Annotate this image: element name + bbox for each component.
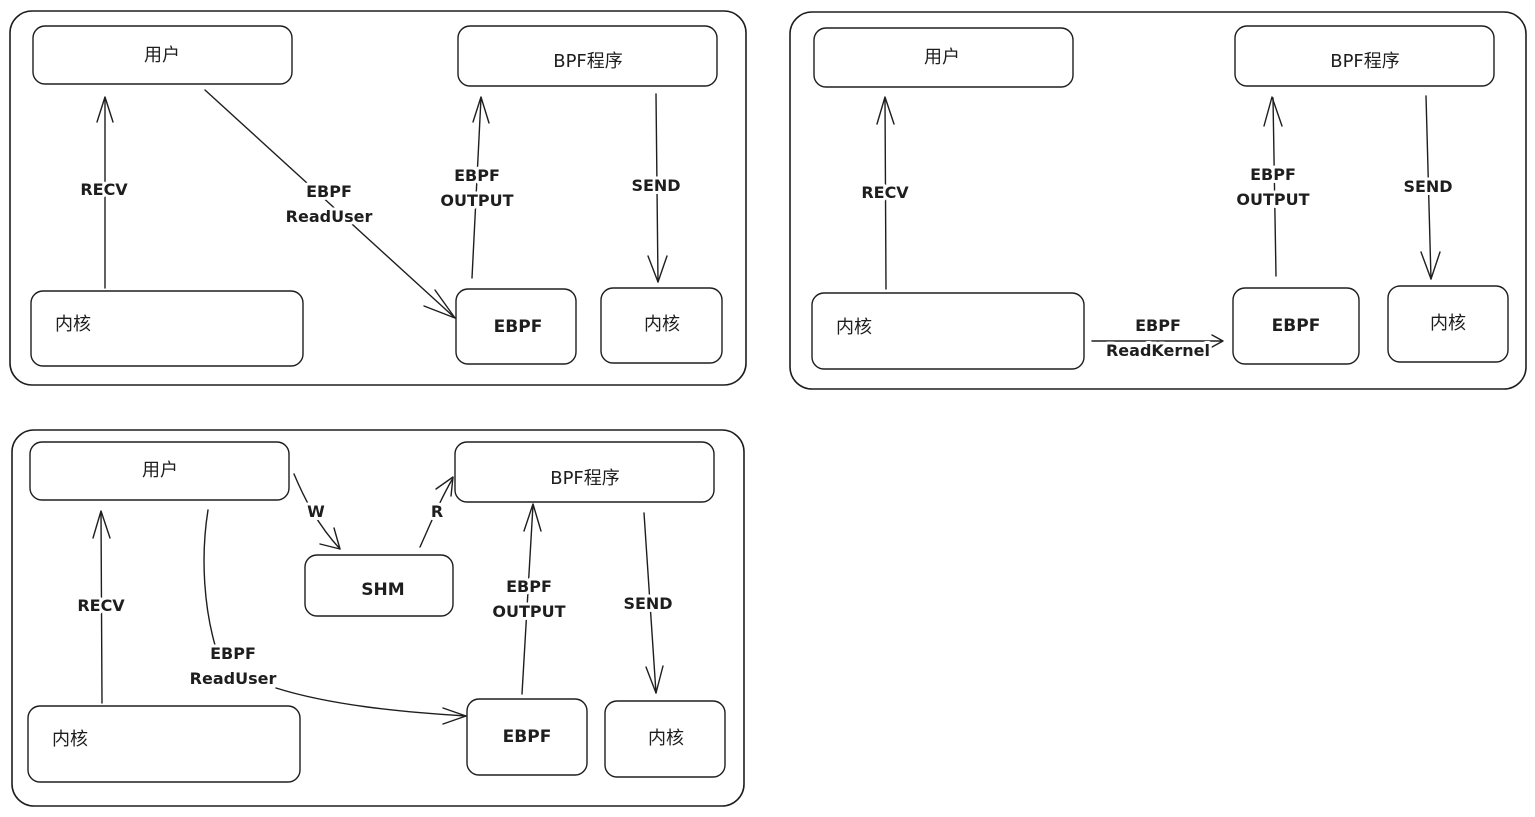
d3-write-arrow[interactable]: W — [293, 473, 341, 550]
d2-kernel-right-node[interactable]: 内核 — [1387, 285, 1509, 363]
d1-ebpf-readuser-label-1: EBPF — [306, 182, 352, 201]
d2-ebpf-label: EBPF — [1272, 316, 1321, 336]
d2-ebpf-node[interactable]: EBPF — [1232, 287, 1360, 365]
d2-bpf-program-node[interactable]: BPF程序 — [1234, 25, 1495, 87]
d3-user-label: 用户 — [142, 460, 178, 481]
d2-user-node[interactable]: 用户 — [813, 27, 1074, 88]
d3-send-arrow[interactable]: SEND — [620, 512, 676, 694]
d2-kernel-left-label: 内核 — [836, 317, 872, 338]
d3-ebpf-node[interactable]: EBPF — [466, 698, 588, 776]
d1-ebpf-readuser-label-2: ReadUser — [286, 207, 373, 226]
d1-user-label: 用户 — [144, 45, 180, 66]
d3-kernel-left-node[interactable]: 内核 — [27, 705, 301, 783]
d1-recv-arrow[interactable]: RECV — [77, 96, 131, 289]
d3-recv-arrow[interactable]: RECV — [74, 510, 128, 704]
d3-ebpf-readuser-arrow[interactable]: EBPF ReadUser — [187, 509, 467, 725]
d1-ebpf-output-label-2: OUTPUT — [440, 191, 513, 210]
d3-recv-label: RECV — [77, 596, 125, 615]
d2-recv-label: RECV — [861, 183, 909, 202]
d2-ebpf-output-label-1: EBPF — [1250, 165, 1296, 184]
d3-write-label: W — [307, 502, 325, 521]
d3-ebpf-label: EBPF — [503, 727, 552, 747]
d2-ebpf-output-label-2: OUTPUT — [1236, 190, 1309, 209]
d3-ebpf-output-label-1: EBPF — [506, 577, 552, 596]
d3-ebpf-readuser-label-1: EBPF — [210, 644, 256, 663]
d3-shm-node[interactable]: SHM — [304, 554, 454, 617]
d2-kernel-left-node[interactable]: 内核 — [811, 292, 1085, 370]
d2-ebpf-readkernel-arrow[interactable]: EBPF ReadKernel — [1091, 313, 1224, 363]
d2-user-label: 用户 — [924, 47, 960, 68]
diagram-2: 用户 BPF程序 内核 EBPF 内核 RECV EBPF ReadKernel — [789, 11, 1527, 390]
d1-kernel-right-node[interactable]: 内核 — [600, 287, 723, 364]
d3-ebpf-readuser-label-2: ReadUser — [190, 669, 277, 688]
d1-send-label: SEND — [631, 176, 680, 195]
d3-kernel-left-label: 内核 — [52, 729, 88, 750]
d1-recv-label: RECV — [80, 180, 128, 199]
d3-kernel-right-group: 内核 — [604, 700, 726, 778]
d1-ebpf-node[interactable]: EBPF — [455, 288, 577, 365]
d2-send-arrow[interactable]: SEND — [1400, 95, 1456, 280]
d3-bpf-program-label: BPF程序 — [550, 468, 620, 489]
d2-ebpf-output-arrow[interactable]: EBPF OUTPUT — [1233, 96, 1313, 277]
d3-kernel-right-label: 内核 — [648, 728, 684, 749]
d1-ebpf-output-label-1: EBPF — [454, 166, 500, 185]
d1-ebpf-label: EBPF — [494, 317, 543, 337]
d2-recv-arrow[interactable]: RECV — [858, 96, 912, 290]
d1-kernel-left-label: 内核 — [55, 314, 91, 335]
d2-ebpf-readkernel-label-1: EBPF — [1135, 316, 1181, 335]
d3-read-arrow[interactable]: R — [419, 476, 454, 548]
diagram-1: 用户 BPF程序 内核 EBPF 内核 RECV EBPF ReadUser — [9, 10, 747, 386]
d1-bpf-program-label: BPF程序 — [553, 51, 623, 72]
d2-kernel-right-label: 内核 — [1430, 313, 1466, 334]
d1-ebpf-readuser-arrow[interactable]: EBPF ReadUser — [204, 89, 456, 319]
d3-read-label: R — [431, 502, 443, 521]
d1-kernel-right-label: 内核 — [644, 314, 680, 335]
d1-kernel-left-node[interactable]: 内核 — [30, 290, 304, 367]
d1-user-node[interactable]: 用户 — [32, 25, 293, 85]
d1-ebpf-output-arrow[interactable]: EBPF OUTPUT — [437, 96, 517, 279]
d1-send-arrow[interactable]: SEND — [628, 93, 684, 283]
diagram-3: 用户 BPF程序 SHM 内核 EBPF 内核 RECV — [11, 429, 745, 807]
d3-ebpf-output-arrow[interactable]: EBPF OUTPUT — [489, 503, 569, 695]
d3-ebpf-output-label-2: OUTPUT — [492, 602, 565, 621]
d3-shm-label: SHM — [361, 580, 404, 600]
d3-user-node[interactable]: 用户 — [29, 441, 290, 501]
d2-send-label: SEND — [1403, 177, 1452, 196]
d3-bpf-program-node[interactable]: BPF程序 — [454, 441, 715, 503]
d3-kernel-right-node[interactable]: 内核 — [604, 700, 726, 778]
d3-send-label: SEND — [623, 594, 672, 613]
d2-bpf-program-label: BPF程序 — [1330, 51, 1400, 72]
d2-ebpf-readkernel-label-2: ReadKernel — [1106, 341, 1210, 360]
d1-bpf-program-node[interactable]: BPF程序 — [457, 25, 718, 87]
